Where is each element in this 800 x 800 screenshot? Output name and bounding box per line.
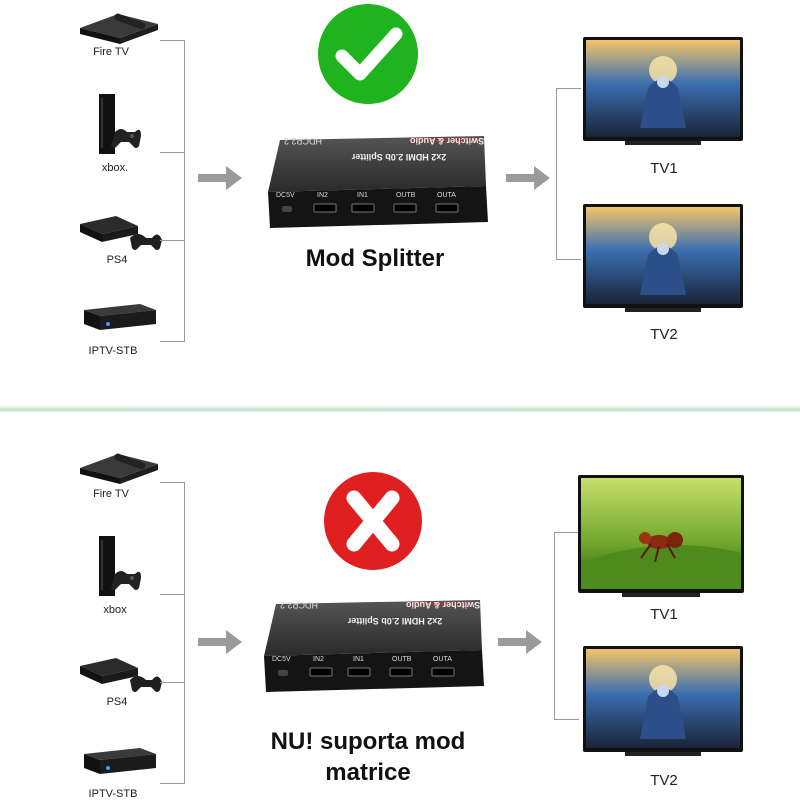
source-label-fire-tv: Fire TV <box>93 488 129 500</box>
tv-stand <box>625 752 701 756</box>
mode-label-line2: matrice <box>325 759 411 786</box>
fire-tv-icon <box>78 450 163 493</box>
source-label-fire-tv: Fire TV <box>93 46 129 58</box>
splitter-mode-panel: Fire TV xbox. PS4 IPTV-STB <box>78 4 743 357</box>
port-label-outb: OUTB <box>392 656 412 663</box>
splitter-device: HDCP2.2 Switcher & Audio 2x2 HDMI 2.0b S… <box>262 132 494 232</box>
device-title: 2x2 HDMI 2.0b Splitter <box>347 616 443 626</box>
source-label-ps4: PS4 <box>106 696 128 708</box>
mode-label: Mod Splitter <box>305 245 445 272</box>
xbox-icon <box>97 92 142 165</box>
ps4-icon <box>78 654 163 699</box>
section-divider <box>0 405 800 413</box>
tv1-screen <box>578 475 744 593</box>
tv-label: TV2 <box>650 326 678 343</box>
tv-label: TV2 <box>650 772 678 789</box>
tv2-screen <box>583 204 743 308</box>
source-label-iptv-stb: IPTV-STB <box>88 345 138 357</box>
mode-label-line1: NU! suporta mod <box>270 728 466 755</box>
source-label-xbox: xbox <box>103 604 127 616</box>
output-bracket <box>556 88 581 260</box>
port-label-in2: IN2 <box>317 192 328 199</box>
device-subtitle: Switcher & Audio <box>406 600 481 610</box>
port-label-in1: IN1 <box>353 656 364 663</box>
port-label-outa: OUTA <box>433 656 452 663</box>
tv-label: TV1 <box>650 160 678 177</box>
source-label-xbox: xbox. <box>101 162 129 174</box>
splitter-device: HDCP2.2 Switcher & Audio 2x2 HDMI 2.0b S… <box>258 596 490 696</box>
cross-icon <box>324 472 422 570</box>
iptv-stb-icon <box>80 744 160 783</box>
ps4-icon <box>78 212 163 257</box>
input-bracket <box>160 482 185 784</box>
mode-label: NU! suporta mod matrice <box>248 726 488 788</box>
port-label-in2: IN2 <box>313 656 324 663</box>
tv-stand <box>625 141 701 145</box>
source-label-ps4: PS4 <box>106 254 128 266</box>
xbox-icon <box>97 534 142 607</box>
bracket-tick <box>160 152 184 153</box>
tv1-screen <box>583 37 743 141</box>
port-label-in1: IN1 <box>357 192 368 199</box>
output-arrow-icon <box>506 166 550 195</box>
bracket-tick <box>160 240 184 241</box>
hdcp-label: HDCP2.2 <box>284 136 323 146</box>
tv2-screen <box>583 646 743 752</box>
check-icon <box>318 4 418 104</box>
output-arrow-icon <box>498 630 542 659</box>
input-arrow-icon <box>198 166 242 195</box>
tv-stand <box>622 593 700 597</box>
input-bracket <box>160 40 185 342</box>
bracket-tick <box>160 682 184 683</box>
fire-tv-icon <box>78 10 163 53</box>
device-title: 2x2 HDMI 2.0b Splitter <box>351 152 447 162</box>
hdcp-label: HDCP2.2 <box>280 600 319 610</box>
tv-label: TV1 <box>650 606 678 623</box>
port-label-dc5v: DC5V <box>272 656 291 663</box>
matrix-mode-panel: Fire TV xbox PS4 IPTV-STB <box>0 410 800 800</box>
port-label-outb: OUTB <box>396 192 416 199</box>
source-label-iptv-stb: IPTV-STB <box>88 788 138 800</box>
port-label-dc5v: DC5V <box>276 192 295 199</box>
tv-stand <box>625 308 701 312</box>
iptv-stb-icon <box>80 300 160 339</box>
bracket-tick <box>160 594 184 595</box>
device-subtitle: Switcher & Audio <box>410 136 485 146</box>
input-arrow-icon <box>198 630 242 659</box>
port-label-outa: OUTA <box>437 192 456 199</box>
output-bracket <box>554 532 579 720</box>
